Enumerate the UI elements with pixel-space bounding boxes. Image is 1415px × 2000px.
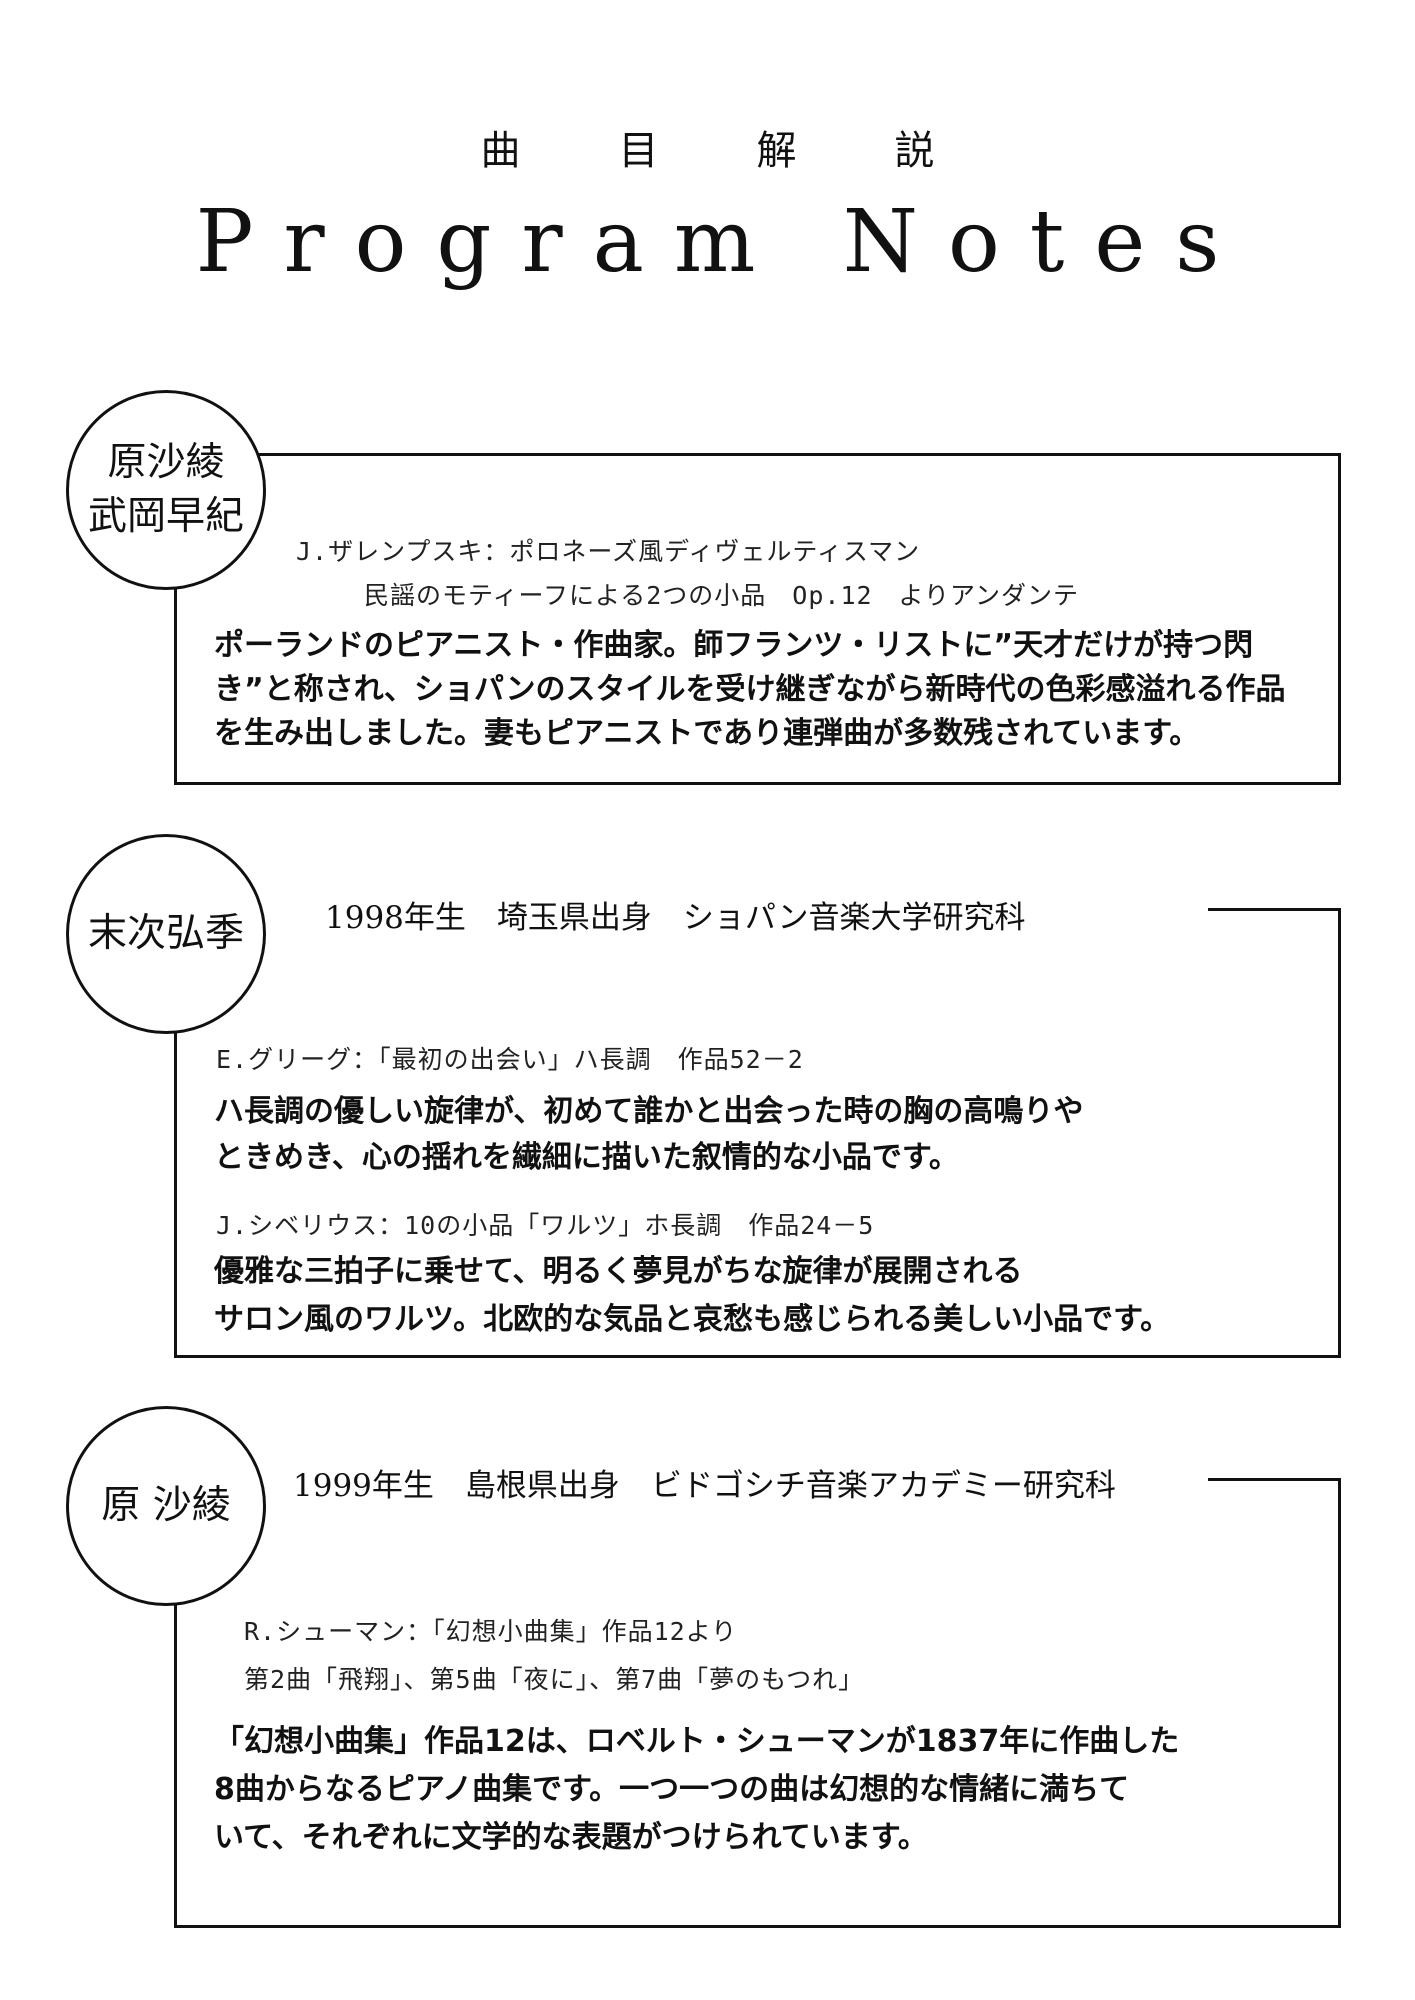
work-title: E.グリーグ：「最初の出会い」ハ長調 作品52－2 — [216, 1045, 804, 1074]
page-title-japanese: 曲目解説 — [480, 128, 1033, 174]
performer-name-line: 末次弘季 — [87, 911, 244, 956]
work-title: R.シューマン：「幻想小曲集」作品12より — [244, 1617, 738, 1646]
work-title: J.ザレンプスキ：ポロネーズ風ディヴェルティスマン — [296, 537, 921, 566]
section-2-performer-circle: 末次弘季 — [66, 834, 266, 1034]
work-subtitle: 民謡のモティーフによる2つの小品 Op.12 よりアンダンテ — [364, 581, 1080, 610]
work-title: J.シベリウス：10の小品「ワルツ」ホ長調 作品24－5 — [216, 1211, 875, 1240]
performer-profile: 1998年生 埼玉県出身 ショパン音楽大学研究科 — [325, 900, 1026, 936]
section-1-frame — [174, 453, 1341, 785]
work-description-line: ハ長調の優しい旋律が、初めて誰かと出会った時の胸の高鳴りや — [214, 1094, 1084, 1129]
work-subtitle: 第2曲「飛翔」、第5曲「夜に」、第7曲「夢のもつれ」 — [244, 1665, 865, 1694]
work-description-line: サロン風のワルツ。北欧的な気品と哀愁も感じられる美しい小品です。 — [214, 1302, 1171, 1337]
work-description-line: 8曲からなるピアノ曲集です。一つ一つの曲は幻想的な情緒に満ちて — [214, 1772, 1130, 1807]
work-description-line: 「幻想小曲集」作品12は、ロベルト・シューマンが1837年に作曲した — [214, 1724, 1180, 1759]
performer-name-line: 武岡早紀 — [87, 494, 244, 539]
page-title-english: Program Notes — [195, 192, 1250, 292]
work-description-line: を生み出しました。妻もピアニストであり連弾曲が多数残されています。 — [214, 716, 1200, 751]
work-description-line: き”と称され、ショパンのスタイルを受け継ぎながら新時代の色彩感溢れる作品 — [214, 672, 1286, 707]
work-description-line: ときめき、心の揺れを繊細に描いた叙情的な小品です。 — [214, 1140, 959, 1175]
section-3-performer-circle: 原 沙綾 — [66, 1406, 266, 1606]
section-3-top-rule — [1208, 1478, 1341, 1481]
performer-profile: 1999年生 島根県出身 ビドゴシチ音楽アカデミー研究科 — [293, 1468, 1116, 1504]
work-description-line: ポーランドのピアニスト・作曲家。師フランツ・リストに”天才だけが持つ閃 — [214, 628, 1254, 663]
section-2-frame — [174, 908, 1341, 1358]
work-description-line: いて、それぞれに文学的な表題がつけられています。 — [214, 1820, 928, 1855]
performer-name-line: 原沙綾 — [107, 440, 225, 485]
section-3-frame — [174, 1478, 1341, 1928]
performer-name-line: 原 沙綾 — [101, 1483, 231, 1528]
section-1-performer-circle: 原沙綾 武岡早紀 — [66, 390, 266, 590]
work-description-line: 優雅な三拍子に乗せて、明るく夢見がちな旋律が展開される — [214, 1254, 1023, 1289]
section-2-top-rule — [1208, 908, 1341, 911]
